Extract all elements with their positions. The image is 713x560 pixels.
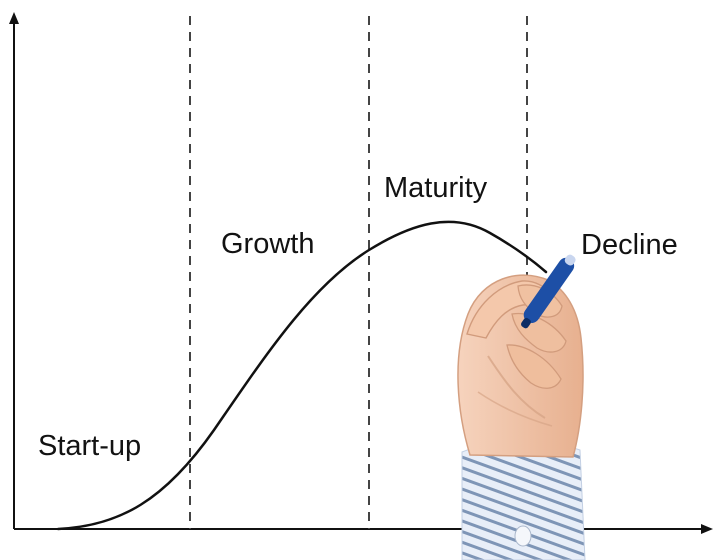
stage-label-growth: Growth (221, 228, 315, 260)
lifecycle-curve (56, 220, 548, 531)
stage-label-startup: Start-up (38, 430, 142, 462)
y-axis-arrowhead (9, 12, 19, 24)
stage-label-maturity: Maturity (384, 172, 488, 204)
stage-label-decline: Decline (581, 229, 678, 261)
hand-holding-marker-icon (457, 254, 586, 560)
x-axis-arrowhead (701, 524, 713, 534)
